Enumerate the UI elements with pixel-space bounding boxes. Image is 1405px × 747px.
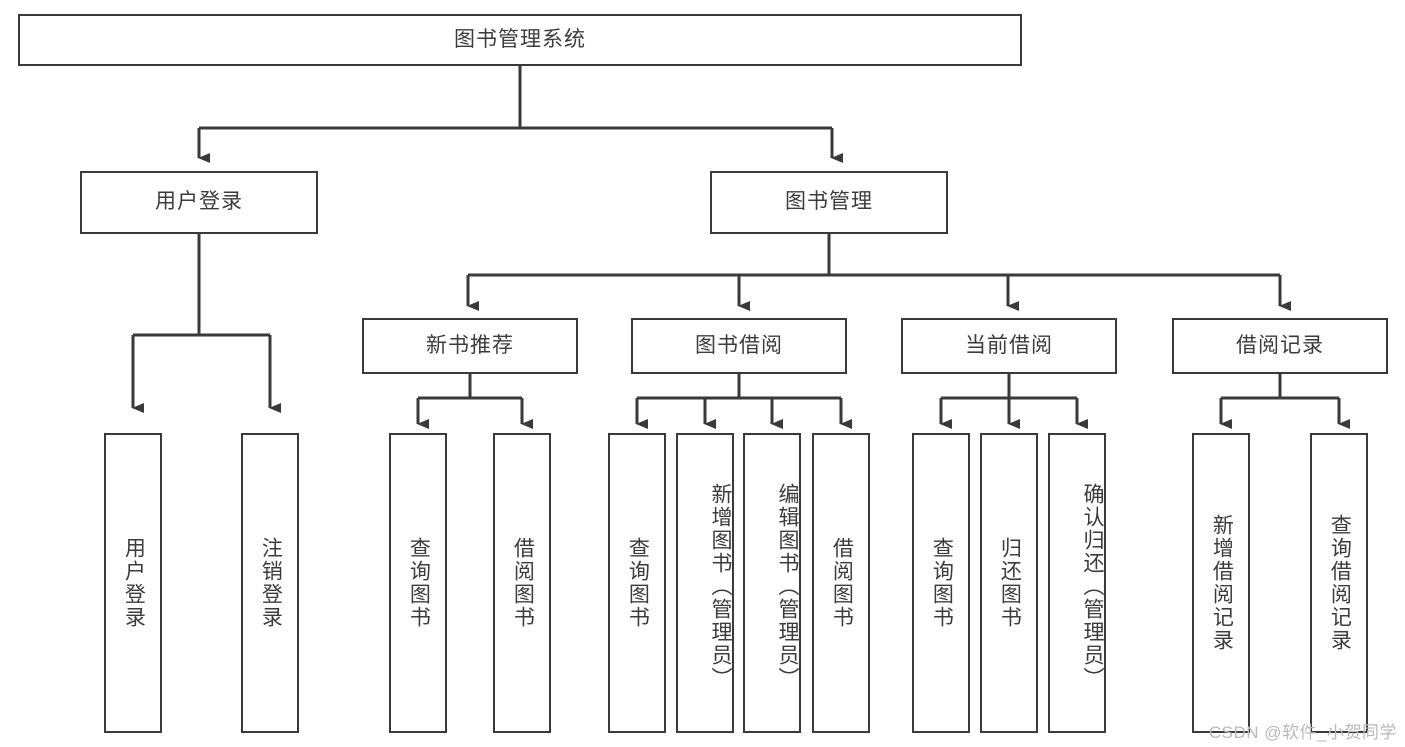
node-label: 用户登录 — [122, 537, 146, 629]
node-user-login[interactable]: 用户登录 — [80, 171, 318, 234]
leaf-current-confirm-return-admin[interactable]: 确认归还（管理员） — [1048, 433, 1106, 733]
node-label: 查询图书 — [930, 537, 954, 629]
node-root-system[interactable]: 图书管理系统 — [18, 14, 1022, 66]
node-label: 图书管理系统 — [454, 27, 586, 51]
node-label: 新增图书（管理员） — [709, 482, 732, 690]
node-current-borrow[interactable]: 当前借阅 — [901, 318, 1117, 374]
node-label: 查询借阅记录 — [1328, 514, 1352, 652]
leaf-borrow-borrow-book[interactable]: 借阅图书 — [812, 433, 870, 733]
node-label: 编辑图书（管理员） — [776, 482, 799, 690]
leaf-current-query-book[interactable]: 查询图书 — [912, 433, 970, 733]
node-label: 注销登录 — [259, 537, 283, 629]
node-label: 新增借阅记录 — [1210, 514, 1234, 652]
leaf-borrow-add-book-admin[interactable]: 新增图书（管理员） — [676, 433, 734, 733]
node-label: 借阅图书 — [830, 537, 854, 629]
node-book-borrow[interactable]: 图书借阅 — [631, 318, 847, 374]
node-borrow-record[interactable]: 借阅记录 — [1172, 318, 1388, 374]
node-label: 查询图书 — [626, 537, 650, 629]
node-label: 确认归还（管理员） — [1081, 482, 1104, 690]
leaf-record-add-record[interactable]: 新增借阅记录 — [1192, 433, 1250, 733]
leaf-record-query-record[interactable]: 查询借阅记录 — [1310, 433, 1368, 733]
node-label: 借阅记录 — [1236, 333, 1324, 357]
leaf-current-return-book[interactable]: 归还图书 — [980, 433, 1038, 733]
node-label: 新书推荐 — [426, 333, 514, 357]
leaf-recommend-borrow-book[interactable]: 借阅图书 — [493, 433, 551, 733]
node-label: 当前借阅 — [965, 333, 1053, 357]
node-label: 借阅图书 — [511, 537, 535, 629]
node-label: 图书借阅 — [695, 333, 783, 357]
node-new-book-recommend[interactable]: 新书推荐 — [362, 318, 578, 374]
leaf-user-login-signout[interactable]: 注销登录 — [241, 433, 299, 733]
node-label: 用户登录 — [155, 190, 243, 214]
leaf-recommend-query-book[interactable]: 查询图书 — [389, 433, 447, 733]
leaf-borrow-query-book[interactable]: 查询图书 — [608, 433, 666, 733]
node-label: 图书管理 — [785, 190, 873, 214]
leaf-borrow-edit-book-admin[interactable]: 编辑图书（管理员） — [743, 433, 801, 733]
watermark: CSDN @软件_小贺同学 — [1208, 723, 1397, 742]
node-label: 查询图书 — [407, 537, 431, 629]
node-book-management[interactable]: 图书管理 — [710, 171, 948, 234]
leaf-user-login-signin[interactable]: 用户登录 — [104, 433, 162, 733]
node-label: 归还图书 — [998, 537, 1022, 629]
